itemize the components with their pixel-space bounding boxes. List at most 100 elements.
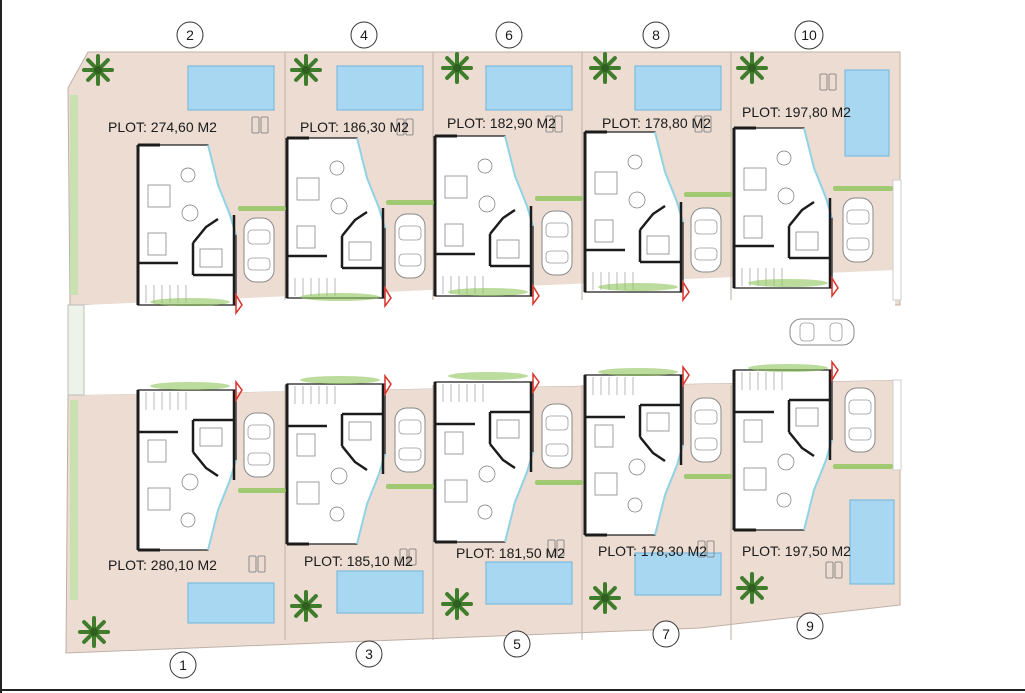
parked-car-rear-window (694, 437, 718, 451)
plot-area-label-6: PLOT: 182,90 M2 (447, 115, 556, 131)
parked-car-rear-window (247, 257, 271, 271)
parked-car-rear-window (545, 250, 569, 264)
front-hedge (448, 372, 528, 380)
sofa (594, 472, 618, 496)
sun-lounger (545, 115, 554, 133)
wall (639, 204, 666, 231)
parked-car (541, 210, 573, 276)
plot-area-label-5: PLOT: 181,50 M2 (456, 545, 565, 561)
palm-tree (82, 54, 114, 86)
palm-tree (589, 52, 621, 84)
front-hedge (150, 382, 230, 390)
house-floor-plan (136, 143, 243, 316)
hedge (238, 488, 286, 493)
frame-bottom-border (0, 689, 1025, 691)
entrance-marker (682, 279, 690, 303)
front-hedge (300, 293, 380, 301)
hedge (535, 480, 583, 485)
hedge (386, 200, 434, 205)
house-floor-plan (433, 134, 540, 307)
parked-car-windshield (545, 415, 569, 431)
round-table (777, 187, 795, 205)
sun-lounger (248, 555, 257, 573)
pool (634, 65, 722, 111)
palm-trunk (453, 64, 461, 72)
sofa (296, 481, 320, 505)
sun-lounger (825, 561, 834, 579)
right-hedge-strip (892, 179, 902, 301)
palm-trunk (302, 66, 310, 74)
sofa (444, 479, 468, 503)
plot-area-label-2: PLOT: 274,60 M2 (108, 119, 217, 135)
sun-lounger (399, 548, 408, 566)
sofa (743, 467, 767, 491)
parked-car-windshield (846, 209, 870, 225)
bed (348, 241, 372, 261)
round-table (628, 191, 646, 209)
parked-car (690, 207, 722, 273)
sun-lounger (828, 73, 837, 91)
parked-car-windshield (247, 424, 271, 440)
plot-area-label-3: PLOT: 185,10 M2 (304, 553, 413, 569)
plot-number-4: 4 (350, 21, 378, 49)
sun-lounger (697, 540, 706, 558)
sofa (296, 177, 320, 201)
wall (788, 431, 815, 458)
kitchen-block (743, 215, 763, 239)
kitchen-block (743, 419, 763, 443)
street-car-window (799, 322, 815, 342)
sun-lounger (547, 539, 556, 557)
palm-trunk (748, 64, 756, 72)
house-floor-plan (732, 126, 839, 299)
bed (496, 419, 520, 439)
central-street (84, 270, 895, 395)
palm-trunk (90, 628, 98, 636)
sofa (147, 184, 171, 208)
palm-trunk (94, 66, 102, 74)
pool (849, 499, 895, 585)
plot-number-5-text: 5 (513, 636, 521, 652)
kitchen-block (444, 223, 464, 247)
parked-car (690, 397, 722, 463)
parked-car (243, 217, 275, 283)
street-car-body (789, 318, 855, 346)
kitchen-block (594, 424, 614, 448)
sofa (147, 487, 171, 511)
palm-tree (441, 588, 473, 620)
bed (795, 407, 819, 427)
house-floor-plan (285, 373, 392, 546)
dining-table (477, 504, 493, 520)
palm-trunk (453, 600, 461, 608)
plot-dividers (284, 52, 732, 640)
sun-lounger (396, 118, 405, 136)
hedge (238, 206, 286, 211)
parked-car (394, 407, 426, 473)
palm-tree (290, 590, 322, 622)
right-hedge-strip-lower (892, 379, 902, 471)
pool (187, 65, 275, 111)
parked-car-windshield (694, 409, 718, 425)
plot-area-label-1: PLOT: 280,10 M2 (108, 557, 217, 573)
wall (341, 210, 368, 237)
house-floor-plan (433, 371, 540, 544)
sun-lounger (834, 561, 843, 579)
street-car-window (829, 322, 843, 342)
parked-car (541, 403, 573, 469)
front-hedge (748, 279, 828, 287)
entrance-marker (235, 379, 243, 403)
plot-number-8: 8 (642, 21, 670, 49)
parked-car-rear-window (247, 452, 271, 466)
sun-lounger (703, 115, 712, 133)
hedge (684, 474, 732, 479)
wall (489, 208, 516, 235)
dining-table (776, 150, 792, 166)
round-table (330, 197, 348, 215)
plot-number-3: 3 (355, 640, 383, 668)
front-hedge (150, 298, 230, 306)
round-table (330, 467, 348, 485)
pool (336, 65, 424, 111)
street-left-strip (67, 304, 85, 396)
bed (199, 248, 223, 268)
